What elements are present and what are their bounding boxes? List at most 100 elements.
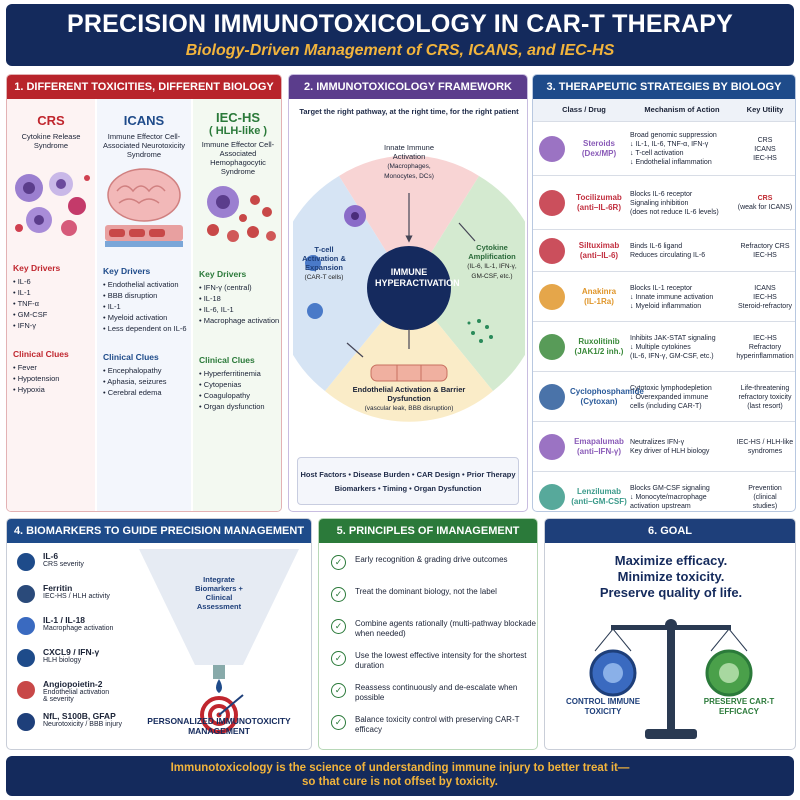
- panel-biomarkers-title: 4. BIOMARKERS TO GUIDE PRECISION MANAGEM…: [7, 519, 311, 543]
- factors-box: Host Factors • Disease Burden • CAR Desi…: [297, 457, 519, 505]
- principle-item: ✓Early recognition & grading drive outco…: [331, 555, 537, 570]
- fw-cytokine-sub: (IL-6, IL-1, IFN-γ, GM-CSF, etc.): [467, 263, 517, 280]
- biomarker-name: NfL, S100B, GFAP: [43, 711, 116, 721]
- drug-name: Tocilizumab(anti–IL-6R): [576, 193, 622, 212]
- fw-endothelial-label: Endothelial Activation & Barrier Dysfunc…: [352, 385, 466, 403]
- principle-text: Combine agents rationally (multi-pathway…: [355, 619, 536, 638]
- fw-innate-label: Innate Immune Activation: [383, 143, 435, 161]
- page-subtitle: Biology-Driven Management of CRS, ICANS,…: [185, 42, 615, 59]
- goal-line-1: Maximize efficacy.: [614, 553, 728, 568]
- utility-line: IEC-HS / HLH-like: [736, 439, 794, 446]
- check-icon: ✓: [331, 715, 346, 730]
- check-icon: ✓: [331, 651, 346, 666]
- drug-mechanism: Cytotoxic lymphodepletion↓ Overexpanded …: [630, 384, 734, 411]
- crs-drivers-list: IL-6 IL-1 TNF-α GM-CSF IFN-γ: [13, 276, 95, 331]
- fw-tcell: T-cell Activation & Expansion (CAR-T cel…: [297, 245, 351, 282]
- iechs-title: IEC-HS: [215, 110, 261, 125]
- iechs-clue: Cytopenias: [199, 379, 281, 390]
- drug-icon: [539, 334, 565, 360]
- drug-icon: [539, 238, 565, 264]
- brain-icon: [105, 168, 183, 247]
- goal-right-label: PRESERVE CAR-T EFFICACY: [703, 697, 775, 716]
- drug-name: Emapalumab(anti–IFN-γ): [574, 437, 624, 456]
- crs-subtitle: Cytokine Release Syndrome: [21, 132, 81, 150]
- header-banner: PRECISION IMMUNOTOXICOLOGY IN CAR-T THER…: [6, 4, 794, 66]
- biomarker-icon: [17, 553, 35, 571]
- mechanism-line: ↓ Innate immune activation: [630, 293, 714, 301]
- drug-icon: [539, 384, 565, 410]
- fw-cytokine: Cytokine Amplification (IL-6, IL-1, IFN-…: [461, 243, 523, 281]
- utility-line: Refractory: [748, 343, 782, 351]
- biomarker-icon: [17, 681, 35, 699]
- factors-line-1: Host Factors • Disease Burden • CAR Desi…: [300, 470, 516, 479]
- biomarker-desc: Endothelial activation: [43, 689, 110, 696]
- drug-name: Siltuximab(anti–IL-6): [578, 241, 620, 260]
- crs-clues-label: Clinical Clues: [13, 349, 69, 359]
- funnel-label: Integrate Biomarkers + Clinical Assessme…: [195, 575, 243, 611]
- mechanism-line: Inhibits JAK-STAT signaling: [630, 334, 716, 342]
- drug-icon: [539, 136, 565, 162]
- iechs-subtitle: Immune Effector Cell-Associated Hemophag…: [201, 140, 275, 176]
- icans-driver: IL-1: [103, 301, 191, 312]
- biomarker-desc: Neurotoxicity / BBB injury: [43, 721, 122, 728]
- therapy-row: Cyclophosphamide(Cytoxan)Cytotoxic lymph…: [533, 371, 795, 421]
- icans-driver: Less dependent on IL-6: [103, 323, 191, 334]
- factors-line-2: Biomarkers • Timing • Organ Dysfunction: [334, 484, 482, 493]
- mechanism-line: activation upstream: [630, 502, 691, 510]
- mechanism-line: Blocks IL-6 receptor: [630, 190, 693, 198]
- goal-line-2: Minimize toxicity.: [617, 569, 725, 584]
- icans-driver: BBB disruption: [103, 290, 191, 301]
- utility-line: IEC-HS: [753, 252, 777, 259]
- therapy-row: Lenzilumab(anti–GM-CSF)Blocks GM-CSF sig…: [533, 471, 795, 511]
- mechanism-line: Reduces circulating IL-6: [630, 252, 706, 259]
- iechs-title-2: ( HLH-like ): [208, 125, 268, 137]
- utility-line: Prevention (clinical: [748, 484, 782, 501]
- principle-item: ✓Use the lowest effective intensity for …: [331, 651, 537, 671]
- iechs-driver: Macrophage activation: [199, 315, 281, 326]
- principle-item: ✓Combine agents rationally (multi-pathwa…: [331, 619, 537, 639]
- panel-biomarkers: 4. BIOMARKERS TO GUIDE PRECISION MANAGEM…: [6, 518, 312, 750]
- hemophagocyte-illustration: [207, 186, 276, 242]
- col-icans: ICANS Immune Effector Cell-Associated Ne…: [97, 99, 191, 511]
- principle-text: Balance toxicity control with preserving…: [355, 715, 520, 734]
- mechanism-line: ↓ Multiple cytokines: [630, 343, 691, 351]
- mechanism-line: Broad genomic suppression: [630, 132, 717, 139]
- panel-goal: 6. GOAL Maximize efficacy. Minimize toxi…: [544, 518, 796, 750]
- fw-endothelial-sub: (vascular leak, BBB disruption): [364, 405, 454, 412]
- drug-name: Steroids(Dex/MP): [581, 139, 617, 158]
- biomarker-desc: HLH biology: [43, 657, 82, 664]
- principle-item: ✓Reassess continuously and de-escalate w…: [331, 683, 537, 703]
- fw-innate-sub: (Macrophages, Monocytes, DCs): [384, 163, 434, 180]
- drug-mechanism: Broad genomic suppression ↓ IL-1, IL-6, T…: [630, 131, 734, 167]
- drug-name: Anakinra(IL-1Ra): [581, 287, 617, 306]
- utility-line: IEC-HS: [753, 154, 777, 162]
- utility-line: (last resort): [747, 402, 783, 410]
- drug-mechanism: Inhibits JAK-STAT signaling↓ Multiple cy…: [630, 334, 734, 361]
- mechanism-line: ↓ Monocyte/macrophage: [630, 493, 707, 501]
- col-header-mechanism: Mechanism of Action: [644, 105, 720, 114]
- principle-item: ✓Treat the dominant biology, not the lab…: [331, 587, 537, 602]
- icans-title: ICANS: [123, 113, 165, 128]
- biomarker-icon: [17, 617, 35, 635]
- framework-tagline: Target the right pathway, at the right t…: [299, 107, 519, 116]
- mechanism-line: ↓ Overexpanded immune: [630, 393, 709, 401]
- panel-therapies: 3. THERAPEUTIC STRATEGIES BY BIOLOGY Cla…: [532, 74, 796, 512]
- utility-line: Refractory CRS: [740, 243, 790, 250]
- fw-tcell-sub: (CAR-T cells): [304, 274, 344, 281]
- goal-text: Maximize efficacy. Minimize toxicity. Pr…: [545, 553, 795, 601]
- crs-clue: Hypoxia: [13, 384, 95, 395]
- col-header-class: Class / Drug: [562, 105, 606, 114]
- icans-clues-label: Clinical Clues: [103, 352, 159, 362]
- drug-icon: [539, 434, 565, 460]
- footer-banner: Immunotoxicology is the science of under…: [6, 756, 794, 796]
- iechs-clue: Hyperferritinemia: [199, 368, 281, 379]
- crs-clue: Hypotension: [13, 373, 95, 384]
- mechanism-line: ↓ IL-1, IL-6, TNF-α, IFN-γ: [630, 141, 709, 148]
- iechs-driver: IFN-γ (central): [199, 282, 281, 293]
